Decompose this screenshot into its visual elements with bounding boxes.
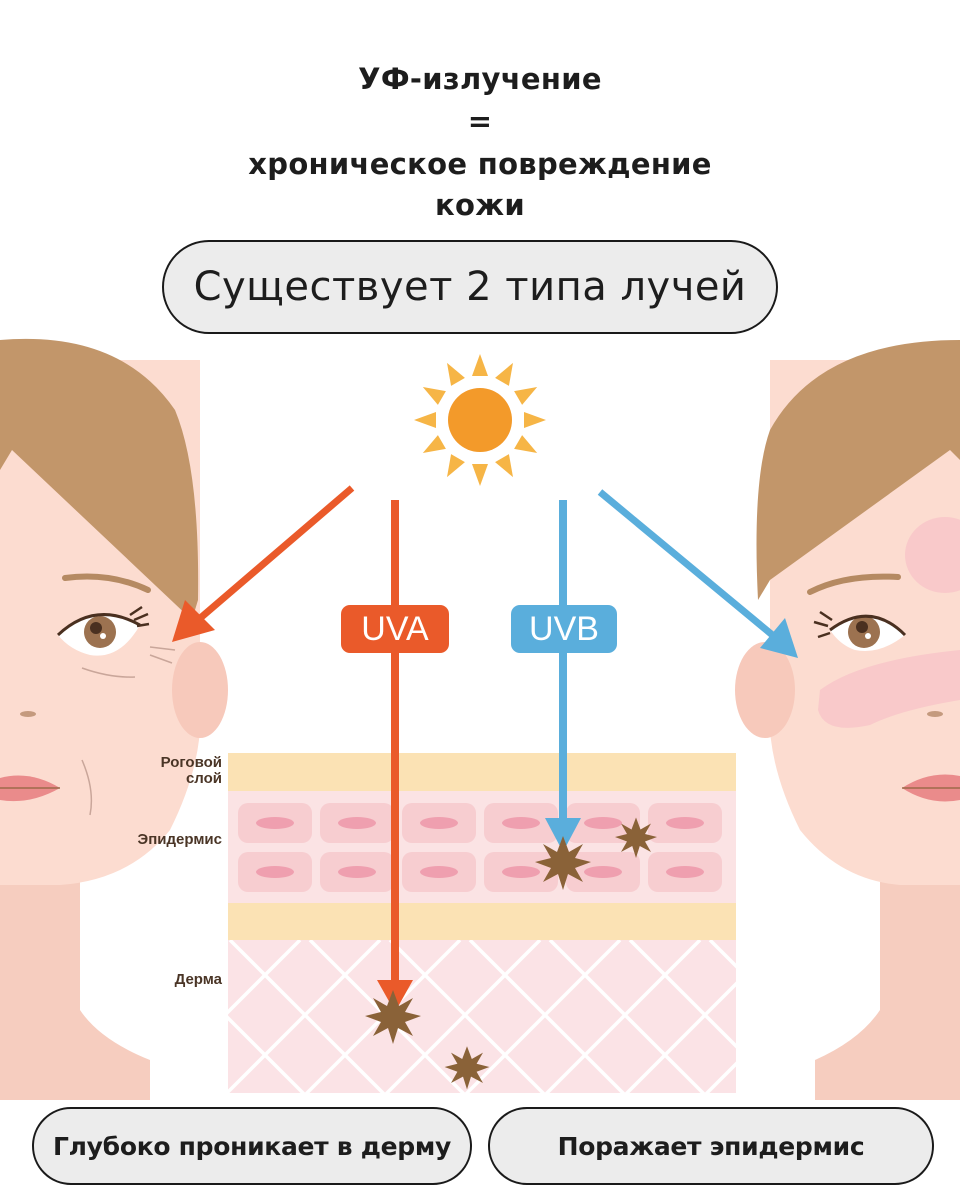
heading-line-3: хроническое повреждение [248,147,712,181]
label-epidermis: Эпидермис [137,831,222,848]
damage-star-icon [615,817,657,858]
heading-line-1: УФ-излучение [358,62,602,96]
damage-star-icons [365,817,657,1090]
two-ray-types-pill: Существует 2 типа лучей [162,240,778,334]
uvb-arrow-to-face [597,489,798,658]
two-ray-types-label: Существует 2 типа лучей [193,264,747,310]
uva-badge: UVA [341,605,449,653]
heading-equals: = [467,104,493,138]
uvb-effect-label: Поражает эпидермис [557,1131,865,1161]
label-stratum-corneum: Роговой слой [160,754,222,787]
sun-icon [414,354,546,486]
right-face-sunburned [735,340,960,1100]
damage-star-icon [535,836,591,890]
label-dermis: Дерма [174,971,222,988]
uva-effect-label: Глубоко проникает в дерму [53,1131,451,1161]
skin-cross-section [228,753,736,1093]
uvb-effect-pill: Поражает эпидермис [488,1107,934,1185]
damage-star-icon [444,1046,490,1090]
heading-line-4: кожи [435,188,525,222]
uvb-arrow-to-epidermis [545,500,581,852]
damage-star-icon [365,990,421,1044]
uva-arrow-to-face [172,485,355,642]
left-face-wrinkled [0,338,228,1100]
uva-effect-pill: Глубоко проникает в дерму [32,1107,472,1185]
uvb-badge: UVB [511,605,617,653]
